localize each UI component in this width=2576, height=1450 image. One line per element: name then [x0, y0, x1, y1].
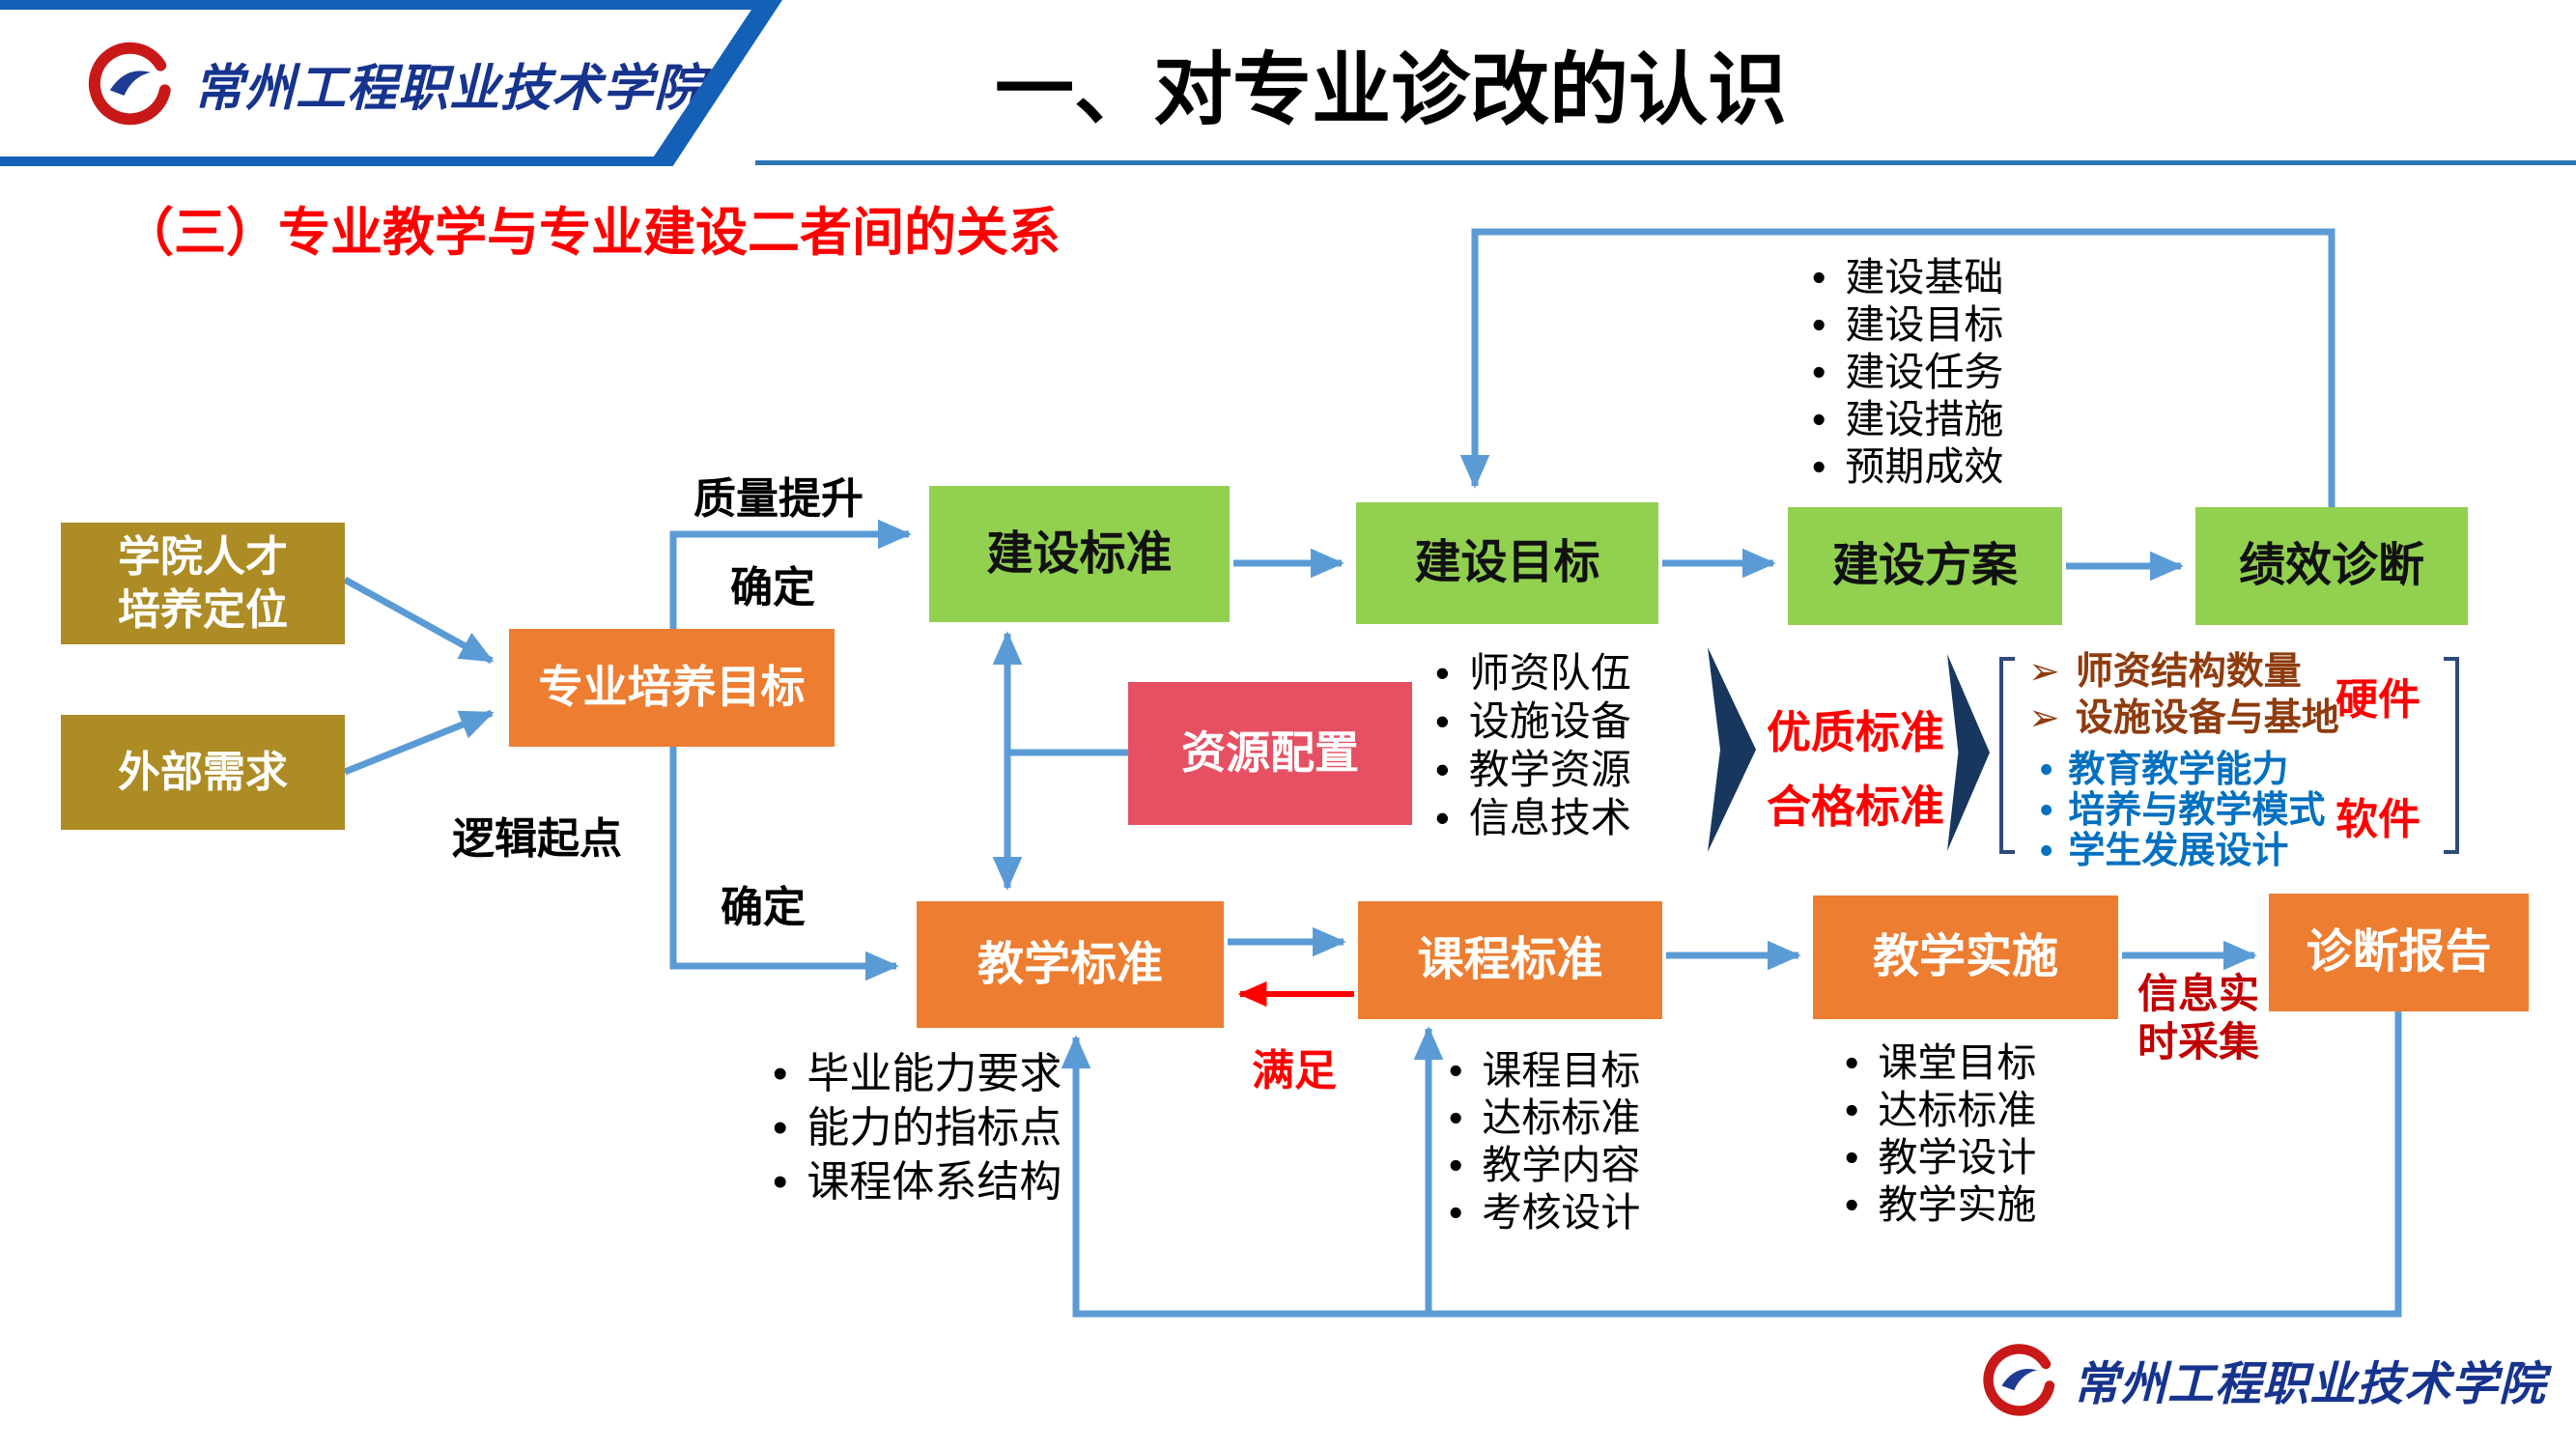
arrow-target-to-construction-standard: [669, 519, 912, 629]
list-item: •学生发展设计: [2040, 831, 2289, 871]
section-subtitle: （三）专业教学与专业建设二者间的关系: [122, 204, 1061, 262]
school-name-text: 常州工程职业技术学院: [193, 60, 706, 117]
box-diagnosis-report: 诊断报告: [2269, 894, 2529, 1011]
left-bracket: [1999, 657, 2015, 854]
bullet-icon: •: [1812, 350, 1826, 394]
label-quality-standard: 优质标准: [1767, 707, 1944, 757]
list-item: •教学设计: [1845, 1135, 2037, 1180]
bullet-icon: •: [2040, 831, 2053, 871]
bullet-icon: •: [1845, 1088, 1859, 1132]
bullet-icon: •: [1812, 397, 1826, 441]
label-satisfy: 满足: [1252, 1047, 1337, 1095]
teaching-standard-items: •毕业能力要求 •能力的指标点 •课程体系结构: [773, 1047, 1062, 1209]
list-item: •课程体系结构: [773, 1155, 1062, 1209]
box-resource-allocation: 资源配置: [1128, 682, 1412, 825]
arrow-bullet-icon: ➢: [2028, 651, 2060, 693]
box-performance-diagnosis: 绩效诊断: [2195, 507, 2468, 625]
bullet-icon: •: [1812, 255, 1826, 299]
software-items-list: •教育教学能力 •培养与教学模式 •学生发展设计: [2040, 750, 2325, 871]
arrow-college-to-target: [343, 576, 495, 665]
bullet-icon: •: [1435, 795, 1450, 840]
arrow-diagnosis-feedback-to-goal: [1459, 228, 2335, 507]
list-item: ➢师资结构数量: [2028, 649, 2339, 696]
list-item: •教学资源: [1435, 747, 1631, 792]
title-underline: [755, 160, 2576, 165]
list-item: •建设基础: [1812, 255, 2004, 299]
label-confirm-top: 确定: [730, 564, 815, 611]
list-item: •师资队伍: [1435, 650, 1631, 696]
list-item: •课程目标: [1449, 1048, 1641, 1093]
list-item: •建设任务: [1812, 350, 2004, 394]
label-quality-improve: 质量提升: [694, 475, 863, 523]
page-title: 一、对专业诊改的认识: [994, 46, 1787, 134]
list-item: ➢设施设备与基地: [2028, 696, 2339, 742]
list-item: •课堂目标: [1845, 1040, 2037, 1085]
bullet-icon: •: [773, 1158, 788, 1206]
bullet-icon: •: [1845, 1182, 1859, 1227]
arrow-bullet-icon: ➢: [2028, 697, 2060, 739]
header-logo-area: 常州工程职业技术学院: [0, 10, 751, 156]
box-teaching-standard: 教学标准: [917, 901, 1224, 1028]
list-item: •预期成效: [1812, 444, 2004, 489]
list-item: •达标标准: [1845, 1088, 2037, 1132]
label-qualified-standard: 合格标准: [1767, 782, 1944, 832]
box-course-standard: 课程标准: [1358, 901, 1662, 1019]
list-item: •建设目标: [1812, 302, 2004, 347]
list-item: •达标标准: [1449, 1095, 1641, 1140]
label-logic-start: 逻辑起点: [452, 815, 622, 863]
bullet-icon: •: [1812, 444, 1826, 489]
school-name-text: 常州工程职业技术学院: [2073, 1359, 2547, 1410]
bullet-icon: •: [1435, 698, 1450, 744]
box-teaching-implementation: 教学实施: [1813, 896, 2118, 1019]
bullet-icon: •: [773, 1104, 788, 1151]
bullet-icon: •: [1845, 1135, 1859, 1180]
bullet-icon: •: [1449, 1143, 1463, 1187]
list-item: •设施设备: [1435, 698, 1631, 744]
bullet-icon: •: [1435, 747, 1450, 792]
box-construction-plan: 建设方案: [1788, 507, 2062, 625]
bullet-icon: •: [773, 1050, 788, 1097]
bullet-icon: •: [2040, 750, 2053, 790]
label-info-collection: 信息实 时采集: [2137, 971, 2259, 1065]
label-hardware: 硬件: [2335, 676, 2420, 724]
bullet-icon: •: [2040, 790, 2053, 831]
box-training-target: 专业培养目标: [509, 629, 835, 747]
course-standard-items: •课程目标 •达标标准 •教学内容 •考核设计: [1449, 1047, 1640, 1237]
school-logo-icon: [88, 42, 171, 126]
list-item: •毕业能力要求: [773, 1047, 1062, 1101]
bullet-icon: •: [1449, 1190, 1463, 1235]
list-item: •教学实施: [1845, 1182, 2037, 1227]
resource-items-list: •师资队伍 •设施设备 •教学资源 •信息技术: [1435, 649, 1631, 842]
list-item: •建设措施: [1812, 397, 2004, 441]
list-item: •教育教学能力: [2040, 750, 2289, 790]
bullet-icon: •: [1812, 302, 1826, 347]
implementation-items: •课堂目标 •达标标准 •教学设计 •教学实施: [1845, 1039, 2036, 1229]
box-external-demand: 外部需求: [61, 715, 345, 830]
list-item: •考核设计: [1449, 1190, 1641, 1235]
hardware-items-list: ➢师资结构数量 ➢设施设备与基地: [2028, 649, 2339, 742]
arrow-report-feedback-to-teachstd: [1061, 1011, 2402, 1318]
box-construction-standard: 建设标准: [929, 486, 1230, 622]
bullet-icon: •: [1435, 650, 1450, 696]
construction-checklist: •建设基础 •建设目标 •建设任务 •建设措施 •预期成效: [1812, 254, 2003, 491]
footer-logo-area: 常州工程职业技术学院: [1980, 1341, 2546, 1418]
bullet-icon: •: [1449, 1048, 1463, 1093]
bullet-icon: •: [1845, 1040, 1859, 1085]
right-bracket: [2444, 657, 2459, 854]
list-item: •教学内容: [1449, 1143, 1641, 1187]
bullet-icon: •: [1449, 1095, 1463, 1140]
arrow-external-to-target: [343, 709, 495, 776]
list-item: •信息技术: [1435, 795, 1631, 840]
box-construction-goal: 建设目标: [1356, 502, 1658, 624]
box-college-position: 学院人才 培养定位: [61, 523, 345, 644]
arrow-target-to-teaching-standard: [669, 747, 899, 981]
school-logo-icon: [1983, 1344, 2055, 1416]
list-item: •培养与教学模式: [2040, 790, 2326, 831]
label-software: 软件: [2335, 796, 2420, 843]
label-confirm-bottom: 确定: [721, 884, 806, 931]
list-item: •能力的指标点: [773, 1101, 1062, 1155]
